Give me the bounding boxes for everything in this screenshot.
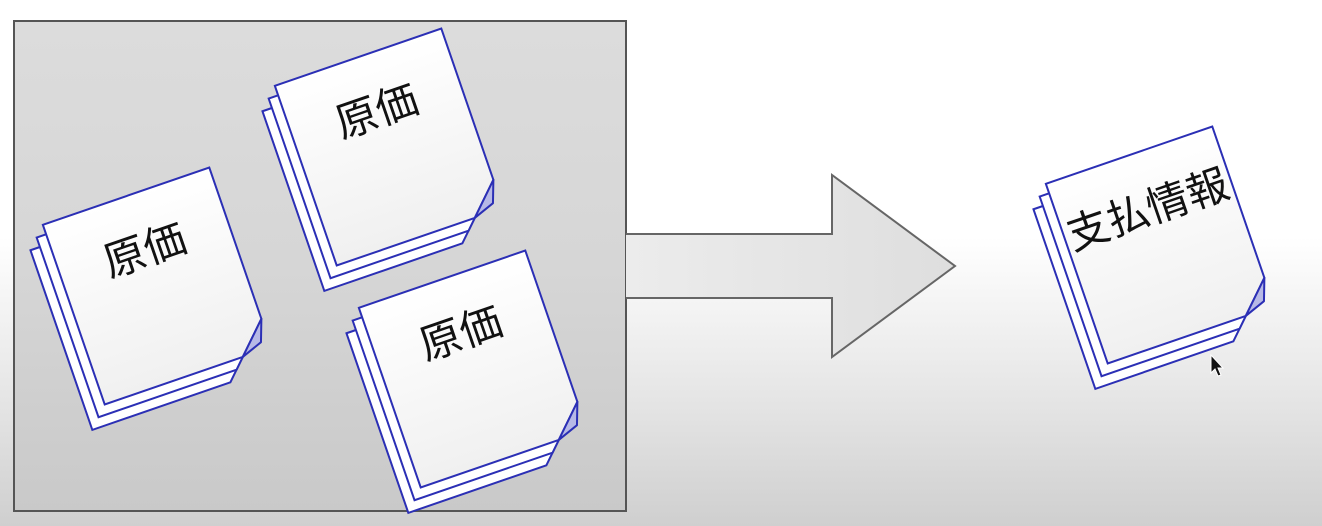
document-fold bbox=[473, 178, 495, 219]
right-arrow bbox=[626, 173, 957, 359]
cost-document-stack: 原価 bbox=[345, 249, 579, 515]
document-fold bbox=[1244, 276, 1266, 317]
document-fold bbox=[557, 400, 579, 441]
document-fold bbox=[241, 317, 263, 358]
cost-document-stack: 原価 bbox=[261, 27, 495, 293]
cost-document-stack: 原価 bbox=[29, 166, 263, 432]
payment-info-document-stack: 支払情報 bbox=[1032, 125, 1266, 391]
mouse-cursor-icon bbox=[1210, 353, 1225, 377]
